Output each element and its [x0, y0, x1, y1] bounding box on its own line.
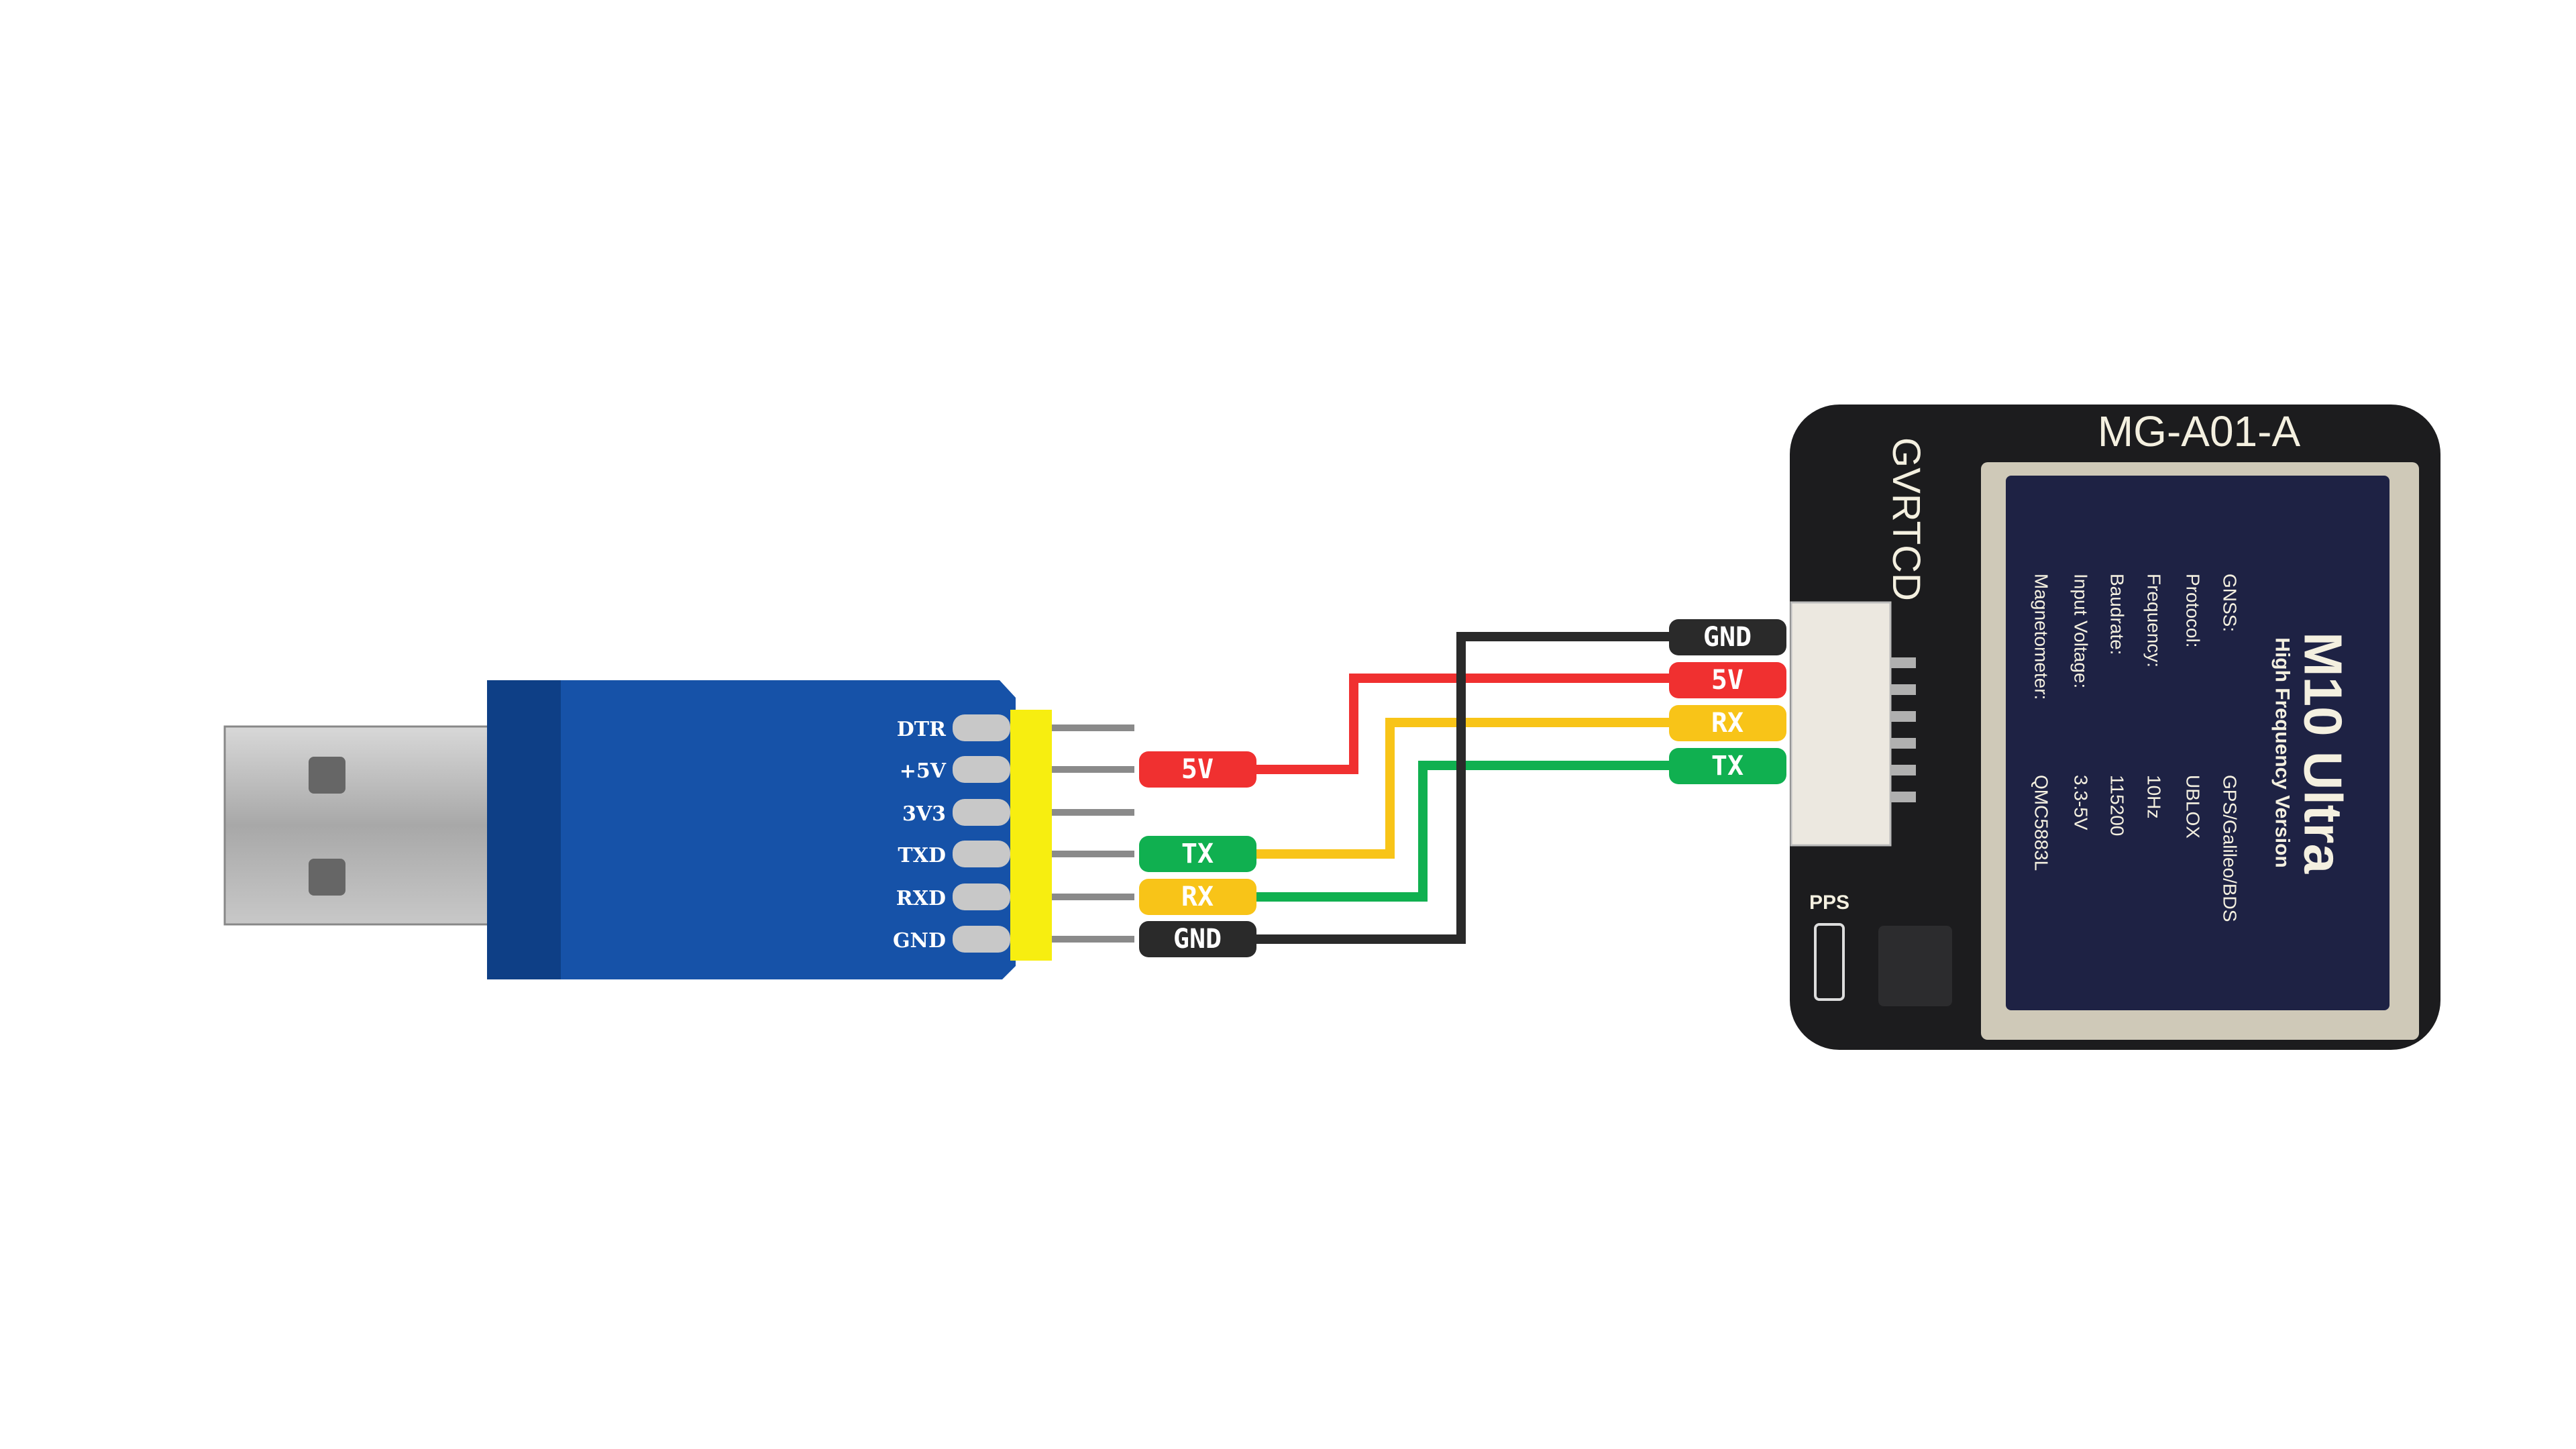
header-pin — [1052, 894, 1134, 900]
gps-module: MG-A01-A GVRTCD PPS M10 Ultra High Frequ… — [1790, 405, 2440, 1050]
wire-label-gnd: GND — [1139, 921, 1256, 957]
ic-chip — [1878, 926, 1952, 1006]
spec-label: Frequency: — [2144, 574, 2165, 667]
spec-label: Magnetometer: — [2031, 574, 2052, 700]
wire-label-gnd: GND — [1669, 619, 1786, 655]
wire-label-tx: TX — [1139, 836, 1256, 872]
solder-pad — [953, 756, 1010, 783]
header-pin — [1052, 936, 1134, 943]
header-pin — [1052, 809, 1134, 816]
wire-gnd — [1255, 632, 1669, 944]
solder-pad — [953, 714, 1010, 741]
spec-value: 10Hz — [2144, 775, 2165, 818]
header-pin — [1052, 851, 1134, 857]
spec-value: QMC5883L — [2031, 775, 2052, 871]
pps-label: PPS — [1809, 892, 1849, 914]
header-pin — [1052, 766, 1134, 773]
pin-label: +5V — [900, 759, 947, 783]
pin-label: TXD — [898, 844, 946, 867]
gps-brand-label: GVRTCD — [1884, 437, 1928, 601]
chip-title: M10 Ultra — [2294, 632, 2353, 874]
pin-label: GND — [893, 929, 946, 953]
spec-value: GPS/Galileo/BDS — [2220, 775, 2241, 922]
spec-value: UBLOX — [2183, 775, 2204, 839]
spec-label: Protocol: — [2183, 574, 2204, 648]
wire-label-text: 5V — [1711, 665, 1743, 696]
chip-subtitle: High Frequency Version — [2271, 637, 2294, 867]
usb-plug-hole — [309, 859, 345, 896]
board-shade — [487, 680, 561, 979]
wire-label-5v: 5V — [1669, 662, 1786, 698]
gps-connector — [1790, 601, 1892, 847]
spec-label: Baudrate: — [2107, 574, 2128, 655]
pin-label: DTR — [897, 718, 947, 741]
yellow-pin-header — [1010, 710, 1052, 961]
wire-tx-to-rx — [1255, 718, 1669, 859]
solder-pad — [953, 799, 1010, 826]
pin-label: 3V3 — [902, 802, 946, 826]
wire-label-text: TX — [1711, 751, 1743, 782]
adapter-board — [487, 680, 1016, 979]
connector-pins — [1890, 657, 1916, 802]
usb-plug-hole — [309, 757, 345, 794]
spec-label: Input Voltage: — [2071, 574, 2092, 688]
wire-label-text: GND — [1703, 622, 1752, 653]
spec-value: 115200 — [2107, 775, 2128, 836]
header-pin — [1052, 724, 1134, 731]
spec-label: GNSS: — [2220, 574, 2241, 632]
gps-chip-label — [2006, 476, 2390, 1010]
solder-pad — [953, 883, 1010, 910]
wire-label-text: RX — [1181, 881, 1214, 912]
wire-label-text: TX — [1181, 839, 1214, 869]
wire-label-text: 5V — [1181, 754, 1214, 785]
wire-label-tx: TX — [1669, 748, 1786, 784]
chip-label-text: M10 Ultra High Frequency Version GNSS: GP… — [2031, 574, 2353, 922]
pin-label: RXD — [896, 887, 946, 910]
solder-pad — [953, 926, 1010, 953]
wire-label-rx: RX — [1139, 879, 1256, 915]
pps-led — [1814, 923, 1845, 1001]
wire-label-5v: 5V — [1139, 751, 1256, 788]
wire-label-text: GND — [1173, 924, 1222, 955]
wire-label-rx: RX — [1669, 705, 1786, 741]
spec-value: 3.3-5V — [2071, 775, 2092, 830]
gps-model-label: MG-A01-A — [2098, 407, 2301, 455]
wire-rx-to-tx — [1255, 761, 1669, 902]
wire-5v — [1255, 674, 1669, 774]
wires — [1255, 632, 1669, 944]
wire-label-text: RX — [1711, 708, 1743, 739]
solder-pad — [953, 841, 1010, 867]
